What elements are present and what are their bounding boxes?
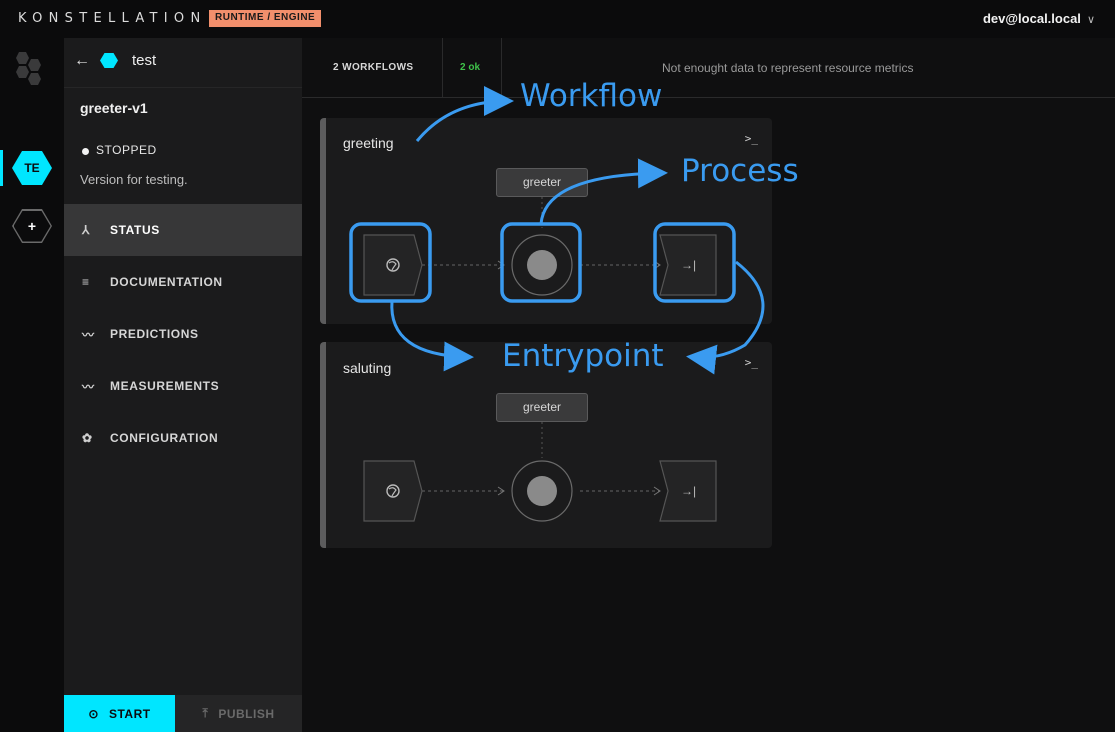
- version-name: greeter-v1: [80, 100, 148, 116]
- runtime-engine-badge: RUNTIME / ENGINE: [209, 10, 322, 27]
- nav-item-configuration[interactable]: ✿ CONFIGURATION: [64, 412, 302, 464]
- publish-label: PUBLISH: [218, 706, 275, 721]
- divider: [501, 38, 502, 97]
- nav-item-measurements[interactable]: 〰 MEASUREMENTS: [64, 360, 302, 412]
- terminal-icon[interactable]: >_: [744, 132, 758, 145]
- top-bar: KONSTELLATION RUNTIME / ENGINE dev@local…: [0, 0, 1115, 38]
- chevron-down-icon: ∨: [1086, 14, 1095, 26]
- nav-item-predictions[interactable]: 〰 PREDICTIONS: [64, 308, 302, 360]
- nav-item-label: STATUS: [110, 223, 160, 237]
- start-label: START: [108, 706, 151, 721]
- nav-item-label: DOCUMENTATION: [110, 275, 223, 289]
- workflow-name: saluting: [343, 360, 392, 376]
- workflow-count: 2 WORKFLOWS: [333, 62, 414, 73]
- divider: [442, 38, 443, 97]
- start-button[interactable]: ⊙ START: [64, 695, 175, 732]
- active-runtime-indicator: [0, 150, 3, 186]
- terminal-icon[interactable]: >_: [744, 356, 758, 369]
- publish-button[interactable]: ⤒ PUBLISH: [175, 695, 302, 732]
- user-menu[interactable]: dev@local.local ∨: [983, 11, 1095, 26]
- project-hex-icon: [100, 53, 118, 68]
- process-node[interactable]: [511, 460, 573, 522]
- back-arrow-icon[interactable]: ←: [74, 52, 90, 69]
- project-name: test: [132, 52, 157, 69]
- nav-item-documentation[interactable]: ≡ DOCUMENTATION: [64, 256, 302, 308]
- metrics-message: Not enought data to represent resource m…: [662, 61, 914, 75]
- plus-icon[interactable]: +: [13, 210, 51, 242]
- entrypoint-annotation: Entrypoint: [502, 338, 664, 374]
- exit-icon: →|: [681, 484, 697, 498]
- nav-item-status[interactable]: ⅄ STATUS: [64, 204, 302, 256]
- status-icon: ⅄: [82, 223, 90, 237]
- project-header: ← test: [64, 38, 302, 88]
- metrics-bar: 2 WORKFLOWS 2 ok Not enought data to rep…: [302, 38, 1115, 98]
- trend-icon: 〰: [82, 327, 95, 342]
- runtime-te-button[interactable]: TE: [12, 151, 52, 185]
- documentation-icon: ≡: [82, 275, 90, 289]
- konstellation-hexes-icon: [16, 52, 41, 85]
- main-content: 2 WORKFLOWS 2 ok Not enought data to rep…: [302, 38, 1115, 732]
- process-label[interactable]: greeter: [496, 393, 588, 422]
- nav-item-label: MEASUREMENTS: [110, 379, 220, 393]
- status-dot-icon: [82, 148, 89, 155]
- nav-item-label: PREDICTIONS: [110, 327, 199, 341]
- runtime-rail: TE +: [0, 38, 64, 732]
- version-sidebar: ← test greeter-v1 STOPPED Version for te…: [64, 38, 302, 732]
- exit-icon: →|: [681, 258, 697, 272]
- play-circle-icon: ⊙: [88, 706, 99, 721]
- version-description: Version for testing.: [80, 172, 188, 187]
- workflow-diagram: [363, 422, 717, 522]
- process-annotation: Process: [681, 153, 799, 189]
- exit-node[interactable]: [659, 460, 717, 522]
- workflow-name: greeting: [343, 135, 394, 151]
- action-bar: ⊙ START ⤒ PUBLISH: [64, 695, 302, 732]
- workflow-card[interactable]: greeting >_ greeter →|: [320, 118, 772, 324]
- process-node[interactable]: [511, 234, 573, 296]
- ok-count: 2 ok: [460, 62, 481, 73]
- entrypoint-node[interactable]: [363, 234, 423, 296]
- process-label[interactable]: greeter: [496, 168, 588, 197]
- globe-icon: [386, 484, 400, 498]
- app-logo[interactable]: KONSTELLATION: [18, 11, 207, 26]
- upload-icon: ⤒: [202, 706, 209, 720]
- gear-icon: ✿: [82, 431, 93, 445]
- version-status: STOPPED: [96, 143, 157, 157]
- version-nav: ⅄ STATUS ≡ DOCUMENTATION 〰 PREDICTIONS 〰…: [64, 204, 302, 464]
- nav-item-label: CONFIGURATION: [110, 431, 219, 445]
- trend-icon: 〰: [82, 379, 95, 394]
- entrypoint-node[interactable]: [363, 460, 423, 522]
- workflow-card[interactable]: saluting >_ greeter →|: [320, 342, 772, 548]
- user-email: dev@local.local: [982, 11, 1081, 26]
- workflow-annotation: Workflow: [520, 78, 663, 114]
